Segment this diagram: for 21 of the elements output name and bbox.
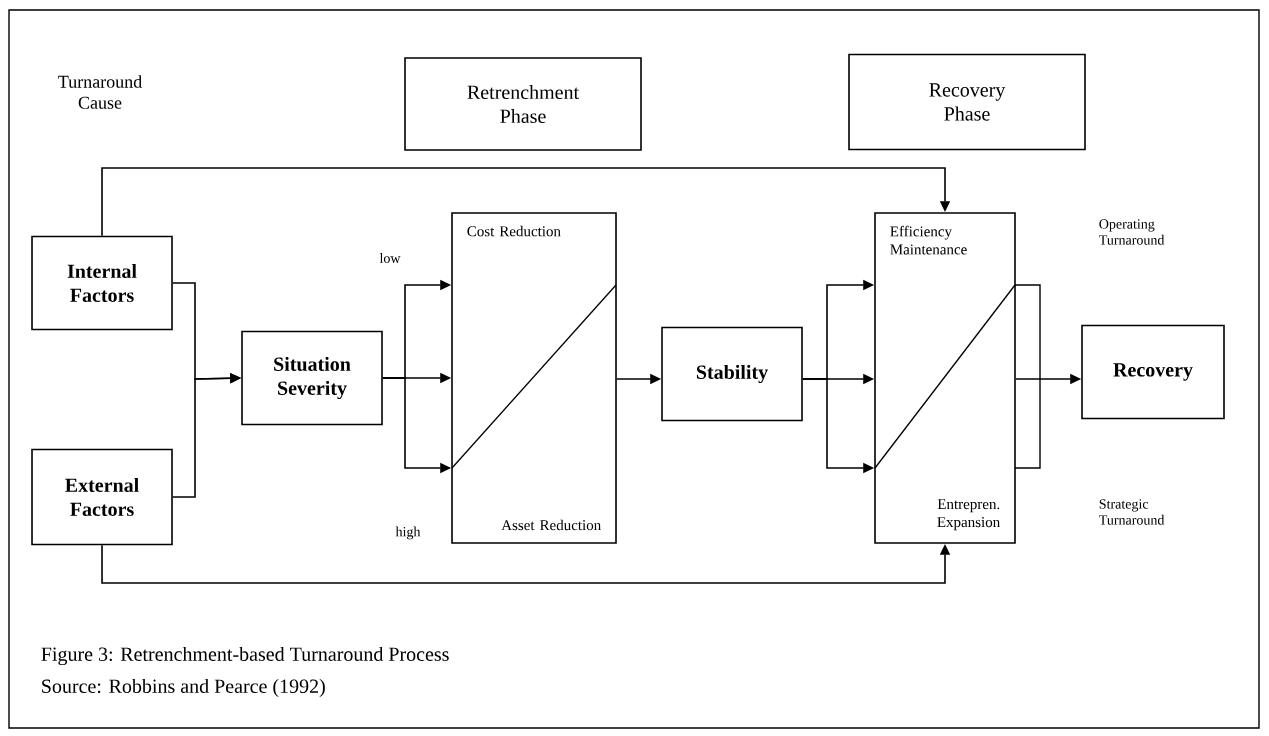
outcome-label: Operating Turnaround xyxy=(1099,219,1165,245)
process-box: External Factors xyxy=(31,448,173,546)
process-box: Situation Severity xyxy=(241,330,383,426)
branch-label: high xyxy=(395,526,421,540)
strategy-box xyxy=(451,212,617,544)
source-text: Source: Robbins and Pearce (1992) xyxy=(42,678,325,698)
branch-label: low xyxy=(379,253,401,263)
process-box: Recovery xyxy=(1081,324,1225,420)
caption: Figure 3: Retrenchment-based Turnaround Process xyxy=(41,646,449,666)
process-box: Internal Factors xyxy=(31,235,173,331)
arrow xyxy=(101,167,951,237)
outcome-label: Strategic Turnaround xyxy=(1099,499,1165,525)
box-label: Efficiency Maintenance xyxy=(890,225,967,255)
box-label: Cost Reduction xyxy=(467,225,561,237)
box-label: Asset Reduction xyxy=(501,519,601,531)
strategy-box xyxy=(874,212,1016,544)
process-box: Stability xyxy=(661,326,803,422)
phase-box: Retrenchment Phase xyxy=(404,57,642,151)
box-label: Entrepren. Expansion xyxy=(937,499,1000,531)
phase-box: Recovery Phase xyxy=(848,53,1086,151)
heading-text: Turnaround Cause xyxy=(58,75,142,109)
